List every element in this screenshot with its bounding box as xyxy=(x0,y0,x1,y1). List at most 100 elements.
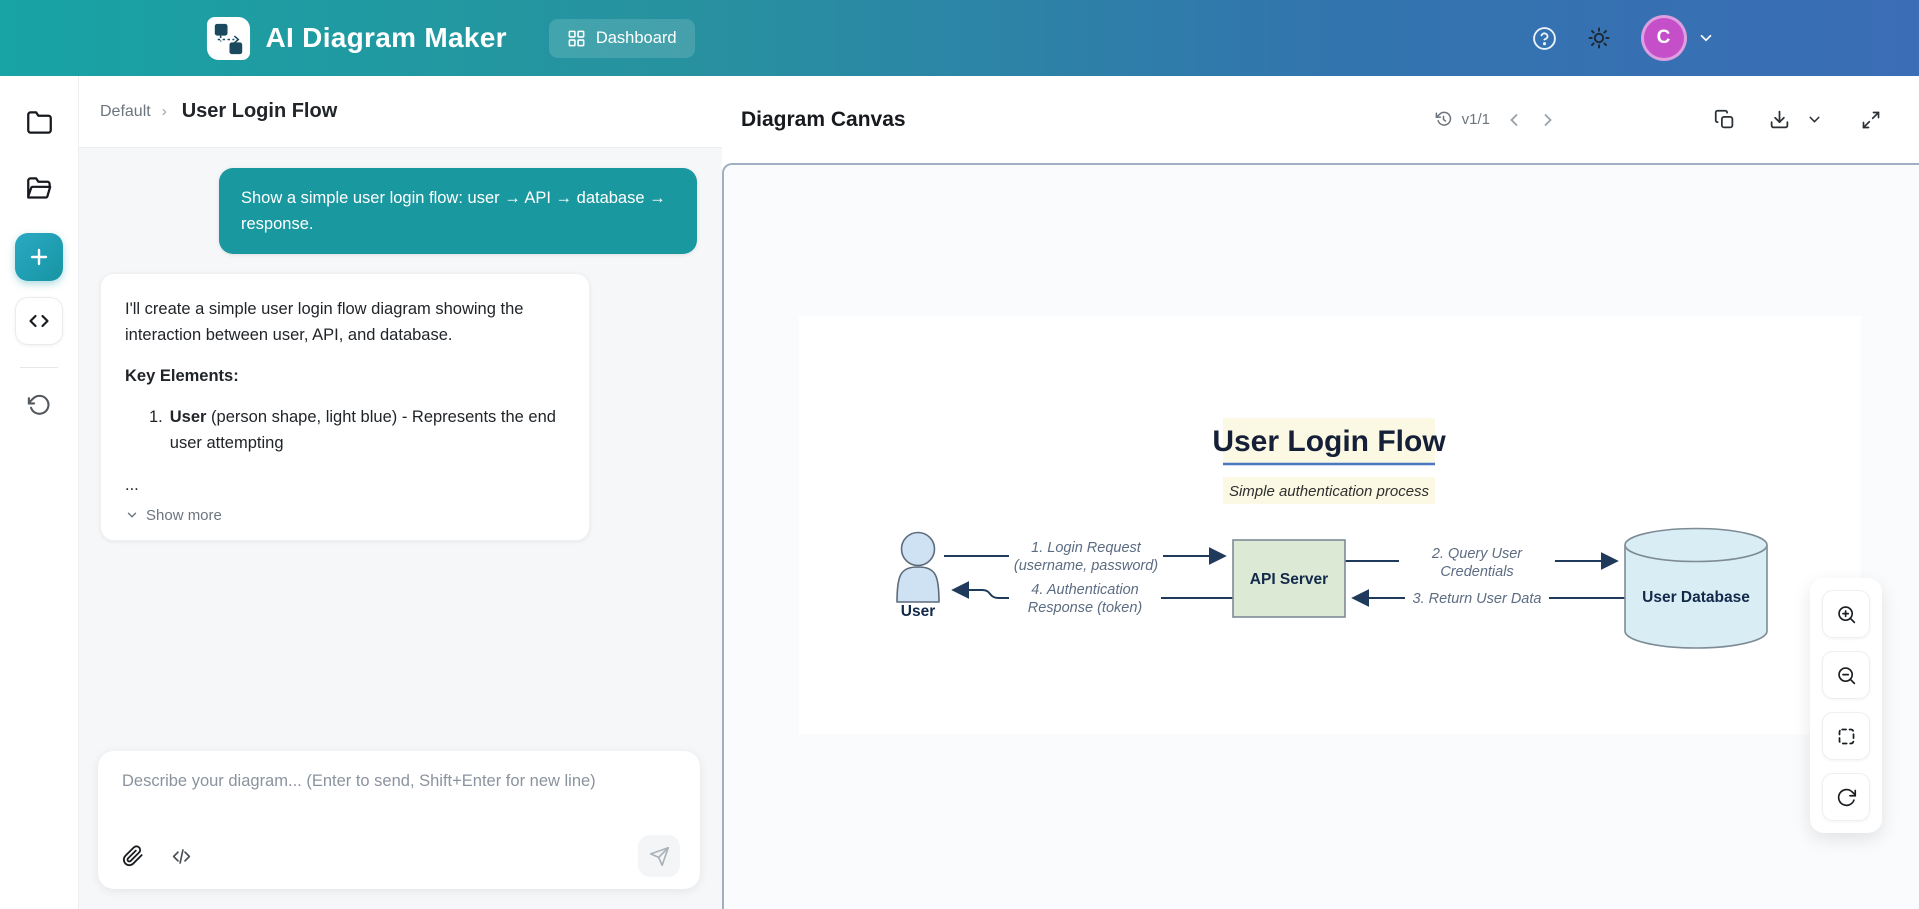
edge-login-request: 1. Login Request (username, password) xyxy=(944,537,1225,576)
reset-view-button[interactable] xyxy=(1822,773,1870,821)
diagram-title: User Login Flow xyxy=(1212,425,1446,458)
top-bar-actions: C xyxy=(1532,15,1715,61)
edge-label: 4. Authentication xyxy=(1031,582,1138,598)
chevron-down-icon xyxy=(1697,29,1715,47)
edge-query-credentials: 2. Query User Credentials xyxy=(1345,543,1617,582)
breadcrumb-separator: › xyxy=(162,103,167,120)
version-prev-button[interactable] xyxy=(1504,110,1524,130)
download-options-button[interactable] xyxy=(1800,105,1829,134)
code-slash-icon xyxy=(171,846,192,867)
refresh-icon xyxy=(1836,787,1857,808)
paperclip-icon xyxy=(122,845,144,867)
sidebar xyxy=(0,76,79,909)
grid-icon xyxy=(567,29,586,48)
code-icon xyxy=(27,309,51,333)
ai-message-card: I'll create a simple user login flow dia… xyxy=(100,273,590,540)
zoom-in-icon xyxy=(1836,604,1857,625)
sidebar-open-folder-button[interactable] xyxy=(26,175,53,202)
edge-label: 1. Login Request xyxy=(1031,540,1142,556)
chat-panel: Default › User Login Flow Show a simple … xyxy=(79,76,722,909)
theme-toggle-button[interactable] xyxy=(1587,26,1611,50)
show-more-button[interactable]: Show more xyxy=(125,507,222,524)
node-user-database[interactable]: User Database xyxy=(1625,529,1767,649)
new-diagram-button[interactable] xyxy=(15,233,63,281)
edge-label: 3. Return User Data xyxy=(1413,591,1542,607)
chevron-left-icon xyxy=(1504,110,1524,130)
insert-code-button[interactable] xyxy=(171,846,192,867)
expand-icon xyxy=(1861,110,1881,130)
list-item-number: 1. xyxy=(149,404,163,456)
edge-label: 2. Query User xyxy=(1431,546,1523,562)
node-user-label: User xyxy=(901,603,935,620)
user-menu[interactable]: C xyxy=(1641,15,1715,61)
ai-message-intro: I'll create a simple user login flow dia… xyxy=(125,296,565,348)
fit-view-icon xyxy=(1836,726,1857,747)
diagram-surface[interactable]: User Login Flow Simple authentication pr… xyxy=(799,316,1861,734)
edge-label: (username, password) xyxy=(1014,558,1158,574)
canvas-panel: Diagram Canvas v1/1 xyxy=(722,76,1919,909)
plus-icon xyxy=(27,245,51,269)
zoom-in-button[interactable] xyxy=(1822,590,1870,638)
chat-input[interactable] xyxy=(122,769,600,831)
list-item-bold: User xyxy=(170,408,207,426)
chat-input-actions xyxy=(122,835,680,877)
canvas-header: Diagram Canvas v1/1 xyxy=(722,76,1919,163)
app-title: AI Diagram Maker xyxy=(266,22,507,54)
message-list[interactable]: Show a simple user login flow: user → AP… xyxy=(79,148,722,751)
dashboard-button[interactable]: Dashboard xyxy=(549,19,695,58)
top-bar: AI Diagram Maker Dashboard xyxy=(0,0,1919,76)
download-icon xyxy=(1769,109,1790,130)
dashboard-button-label: Dashboard xyxy=(596,29,677,48)
avatar[interactable]: C xyxy=(1641,15,1687,61)
chat-input-card xyxy=(98,751,700,889)
fit-view-button[interactable] xyxy=(1822,712,1870,760)
chevron-down-icon xyxy=(125,508,139,522)
sidebar-folder-button[interactable] xyxy=(26,109,53,136)
list-item-rest: (person shape, light blue) - Represents … xyxy=(170,408,556,452)
folder-open-icon xyxy=(26,175,53,202)
version-next-button[interactable] xyxy=(1538,110,1558,130)
edge-return-user-data: 3. Return User Data xyxy=(1353,585,1625,611)
diagram-title-block: User Login Flow Simple authentication pr… xyxy=(1212,418,1446,504)
ai-list-item: 1. User (person shape, light blue) - Rep… xyxy=(125,404,565,456)
sidebar-divider xyxy=(20,367,58,368)
attach-file-button[interactable] xyxy=(122,845,144,867)
send-icon xyxy=(649,846,670,867)
help-button[interactable] xyxy=(1532,26,1557,51)
send-button[interactable] xyxy=(638,835,680,877)
page-title: User Login Flow xyxy=(182,100,338,123)
diagram-canvas-area[interactable]: User Login Flow Simple authentication pr… xyxy=(722,163,1919,909)
edge-label: Response (token) xyxy=(1028,600,1142,616)
version-group: v1/1 xyxy=(1434,110,1490,129)
show-more-label: Show more xyxy=(146,507,222,524)
fullscreen-button[interactable] xyxy=(1855,104,1887,136)
help-circle-icon xyxy=(1532,26,1557,51)
node-api-label: API Server xyxy=(1250,571,1328,588)
diagram-subtitle: Simple authentication process xyxy=(1229,483,1430,500)
ai-message-heading: Key Elements: xyxy=(125,363,565,389)
truncation-ellipsis: ... xyxy=(125,472,565,498)
copy-button[interactable] xyxy=(1708,103,1741,136)
version-label: v1/1 xyxy=(1462,111,1490,128)
zoom-out-button[interactable] xyxy=(1822,651,1870,699)
edge-auth-response: 4. Authentication Response (token) xyxy=(953,579,1233,618)
chevron-right-icon xyxy=(1538,110,1558,130)
brand[interactable]: AI Diagram Maker xyxy=(205,15,507,62)
canvas-toolbar: v1/1 xyxy=(1434,103,1887,136)
history-button[interactable] xyxy=(27,393,52,418)
edge-label: Credentials xyxy=(1440,564,1513,580)
version-history-icon xyxy=(1434,110,1453,129)
folder-icon xyxy=(26,109,53,136)
node-user[interactable]: User xyxy=(897,533,939,621)
node-api-server[interactable]: API Server xyxy=(1233,540,1345,617)
download-button[interactable] xyxy=(1763,103,1796,136)
node-db-label: User Database xyxy=(1642,589,1750,606)
zoom-out-icon xyxy=(1836,665,1857,686)
code-view-button[interactable] xyxy=(15,297,63,345)
canvas-actions xyxy=(1708,103,1887,136)
copy-icon xyxy=(1714,109,1735,130)
history-icon xyxy=(27,393,52,418)
user-message-bubble: Show a simple user login flow: user → AP… xyxy=(219,168,697,254)
sun-icon xyxy=(1587,26,1611,50)
breadcrumb-parent[interactable]: Default xyxy=(100,103,151,121)
